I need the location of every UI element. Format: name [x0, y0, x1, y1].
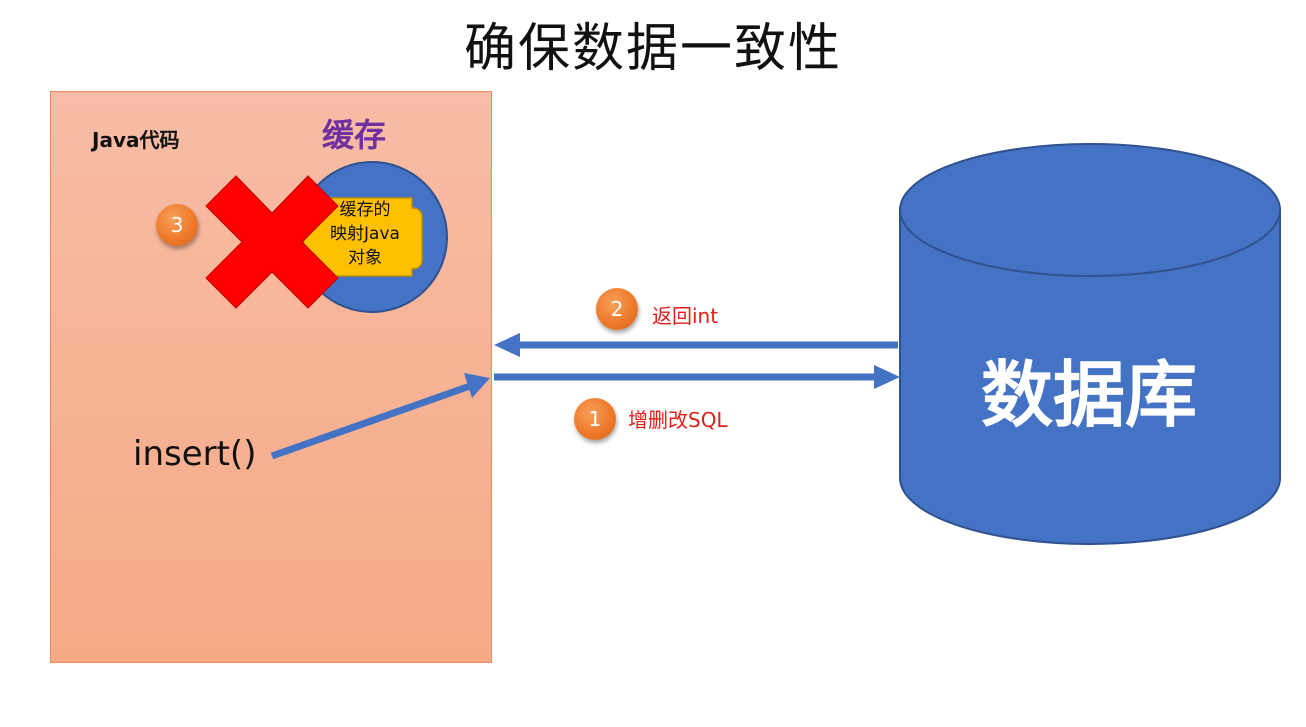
step-1-label: 增删改SQL [628, 408, 728, 432]
step-1-badge: 1 [574, 398, 616, 440]
java-code-label: Java代码 [92, 128, 180, 152]
cached-object-text: 缓存的 映射Java 对象 [318, 198, 412, 270]
database-cylinder [899, 143, 1281, 545]
step-3-badge: 3 [156, 204, 198, 246]
cached-object-line-3: 对象 [348, 248, 382, 268]
step-2-badge: 2 [596, 288, 638, 330]
diagram-title: 确保数据一致性 [463, 19, 842, 79]
cache-label: 缓存 [322, 116, 387, 154]
return-arrow [494, 333, 898, 357]
step-2-label: 返回int [652, 304, 719, 328]
sql-arrow [494, 365, 900, 389]
database-label: 数据库 [980, 353, 1197, 437]
cached-object-line-2: 映射Java [330, 224, 400, 244]
cached-object-line-1: 缓存的 [339, 200, 391, 220]
red-x-icon [205, 175, 339, 309]
insert-call-label: insert() [133, 434, 257, 474]
insert-arrow [270, 373, 490, 460]
